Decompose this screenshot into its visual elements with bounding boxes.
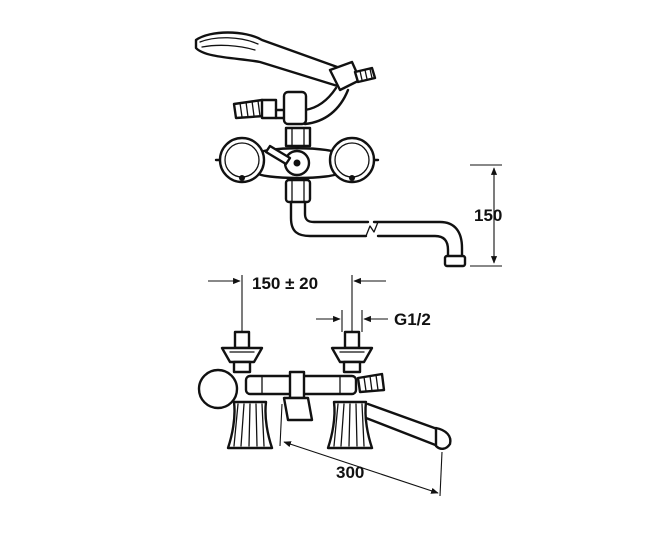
- top-view: 150 ± 20 G1/2: [197, 274, 452, 497]
- right-supply-connector: [330, 330, 374, 374]
- thread-dimension-label: G1/2: [394, 310, 431, 329]
- diverter-nut: [284, 126, 312, 148]
- diverter-body: [282, 90, 308, 126]
- height-dimension: [470, 164, 502, 267]
- shower-holder: [328, 60, 377, 92]
- left-ribbed-handle: [226, 400, 274, 450]
- left-supply-connector: [220, 330, 264, 374]
- mixer-body-top: [244, 370, 358, 400]
- spout-base: [284, 178, 312, 204]
- hose-connector-left: [232, 98, 302, 120]
- spacing-dimension: [208, 275, 386, 332]
- left-handle-disc: [214, 136, 266, 184]
- thread-dimension: [316, 310, 388, 332]
- spout-length-dimension: [279, 403, 443, 497]
- left-handle-disc-top: [197, 368, 239, 410]
- right-ribbed-handle: [326, 400, 374, 450]
- right-handle-disc: [328, 136, 380, 184]
- spout-top: [364, 402, 452, 450]
- spout-pipe: [289, 200, 467, 268]
- shower-arm: [303, 86, 350, 126]
- spout-connector: [282, 396, 314, 422]
- shower-head: [194, 31, 352, 90]
- height-dimension-label: 150: [474, 206, 502, 225]
- hose-connector-top: [356, 372, 386, 394]
- spout-length-dimension-label: 300: [336, 463, 364, 482]
- spacing-dimension-label: 150 ± 20: [252, 274, 318, 293]
- front-view: 150: [194, 31, 502, 268]
- mixer-body: [253, 144, 342, 180]
